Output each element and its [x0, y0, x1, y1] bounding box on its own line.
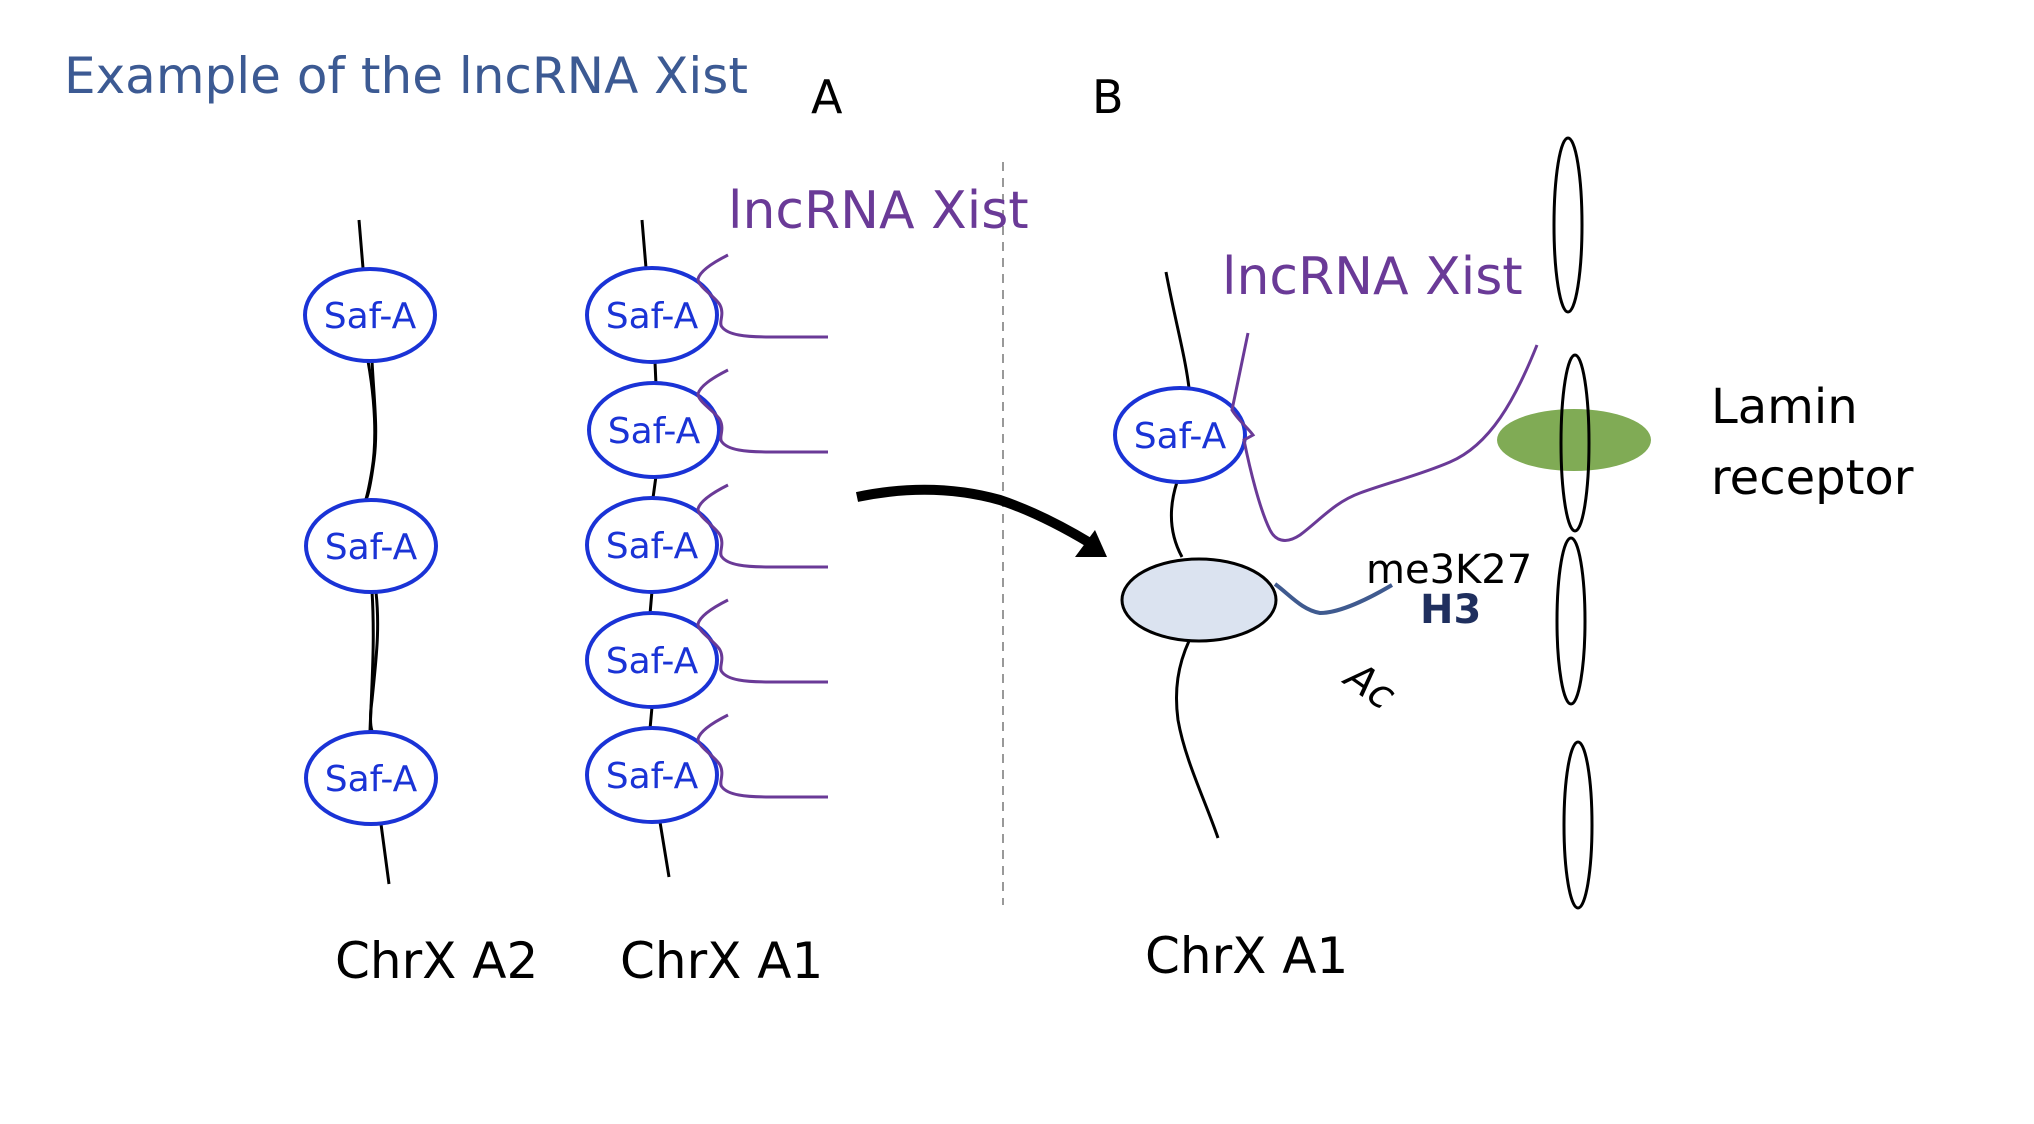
histone-nucleosome [1120, 557, 1278, 643]
panel-a: Saf-A Saf-A Saf-A Saf-A Saf-A Saf-A Saf-… [303, 181, 1029, 990]
histone-mark-label: me3K27 [1366, 547, 1532, 593]
lamin-receptor [1497, 409, 1651, 471]
chromosome-label-a1: ChrX A1 [620, 932, 823, 990]
chromosome-label-b: ChrX A1 [1145, 927, 1348, 985]
saf-a-label: Saf-A [606, 756, 699, 797]
nuclear-lamina-segment [1552, 136, 1584, 314]
xist-rna-strand [696, 598, 828, 684]
saf-a-label: Saf-A [325, 527, 418, 568]
nuclear-lamina-segment [1559, 353, 1591, 533]
saf-a-label: Saf-A [324, 296, 417, 337]
arrow-head-icon [1075, 530, 1107, 557]
xist-rna-strands-a1 [696, 253, 828, 799]
xist-rna-strand [696, 713, 828, 799]
saf-a-label: Saf-A [606, 641, 699, 682]
chromatin-strand-b-top [1164, 271, 1191, 389]
panel-a-rna-label: lncRNA Xist [728, 181, 1029, 241]
saf-a-label: Saf-A [606, 526, 699, 567]
histone-tail [1273, 582, 1394, 616]
saf-a-node: Saf-A [1113, 386, 1247, 484]
nuclear-lamina-segment [1555, 536, 1587, 706]
saf-a-node: Saf-A [303, 267, 437, 363]
histone-name-label: H3 [1420, 587, 1481, 633]
saf-a-node: Saf-A [304, 730, 438, 826]
chromatin-strand-b-mid [1169, 481, 1184, 558]
figure-title: Example of the lncRNA Xist [64, 47, 748, 105]
xist-rna-strand [696, 368, 828, 454]
saf-a-label: Saf-A [1134, 416, 1227, 457]
saf-a-node: Saf-A [587, 381, 721, 479]
nuclear-lamina-segment [1562, 740, 1594, 910]
panel-a-letter: A [811, 70, 843, 124]
saf-a-node: Saf-A [585, 266, 719, 364]
saf-a-node: Saf-A [585, 611, 719, 709]
xist-rna-strand-b [1230, 332, 1539, 542]
chromatin-strand-b-bottom [1175, 640, 1220, 839]
saf-a-node: Saf-A [585, 726, 719, 824]
acetylation-label: Ac [1334, 652, 1403, 720]
xist-rna-strand [696, 253, 828, 339]
transition-arrow [855, 484, 1093, 548]
chromosome-label-a2: ChrX A2 [335, 932, 538, 990]
panel-b-rna-label: lncRNA Xist [1222, 247, 1523, 307]
lamin-receptor-label-line1: Lamin [1711, 379, 1858, 435]
panel-b: Saf-A lncRNA Xist me3K27 H3 Ac Lamin rec… [1113, 136, 1914, 985]
saf-a-label: Saf-A [325, 759, 418, 800]
lamin-receptor-label-line2: receptor [1711, 450, 1914, 506]
panel-b-letter: B [1092, 70, 1124, 124]
chromatin-link-a2-2 [369, 591, 380, 732]
saf-a-label: Saf-A [608, 411, 701, 452]
saf-a-label: Saf-A [606, 296, 699, 337]
saf-a-node: Saf-A [304, 498, 438, 594]
saf-a-node: Saf-A [585, 496, 719, 594]
xist-rna-strand [696, 483, 828, 569]
chromatin-strand-a1 [640, 219, 671, 878]
